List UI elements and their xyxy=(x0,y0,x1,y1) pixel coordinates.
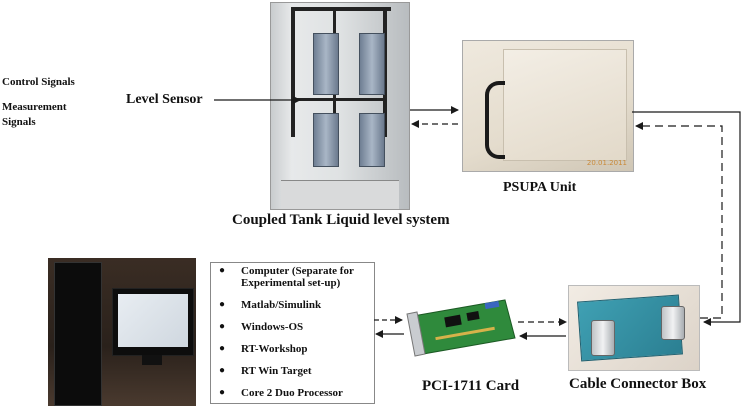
legend-control-signals: Control Signals xyxy=(2,76,75,88)
coupled-tank-photo xyxy=(270,2,410,210)
legend-measurement-signals-line2: Signals xyxy=(2,116,36,128)
list-item: ●Matlab/Simulink xyxy=(219,299,322,311)
photo-date-stamp: 20.01.2011 xyxy=(586,159,627,167)
list-item: ●Computer (Separate for Experimental set… xyxy=(219,265,354,289)
pci-card-label: PCI-1711 Card xyxy=(422,378,520,394)
list-item: ●RT Win Target xyxy=(219,365,312,377)
computer-spec-list: ●Computer (Separate for Experimental set… xyxy=(210,262,375,404)
list-item: ●RT-Workshop xyxy=(219,343,308,355)
psupa-unit-label: PSUPA Unit xyxy=(503,180,577,195)
computer-photo xyxy=(48,258,196,406)
list-item: ●Windows-OS xyxy=(219,321,304,333)
connector-to-psupa-measurement-line xyxy=(635,122,723,319)
psupa-to-connector-control-line xyxy=(632,111,741,326)
cable-connector-box-label: Cable Connector Box xyxy=(569,376,707,392)
list-item: ●Core 2 Duo Processor xyxy=(219,387,343,399)
pci-card-photo xyxy=(405,298,520,358)
coupled-tank-label: Coupled Tank Liquid level system xyxy=(232,212,450,228)
cable-connector-box-photo xyxy=(568,285,700,371)
legend-measurement-signals-line1: Measurement xyxy=(2,101,67,113)
level-sensor-label: Level Sensor xyxy=(126,92,203,107)
psupa-unit-photo: 20.01.2011 xyxy=(462,40,634,172)
